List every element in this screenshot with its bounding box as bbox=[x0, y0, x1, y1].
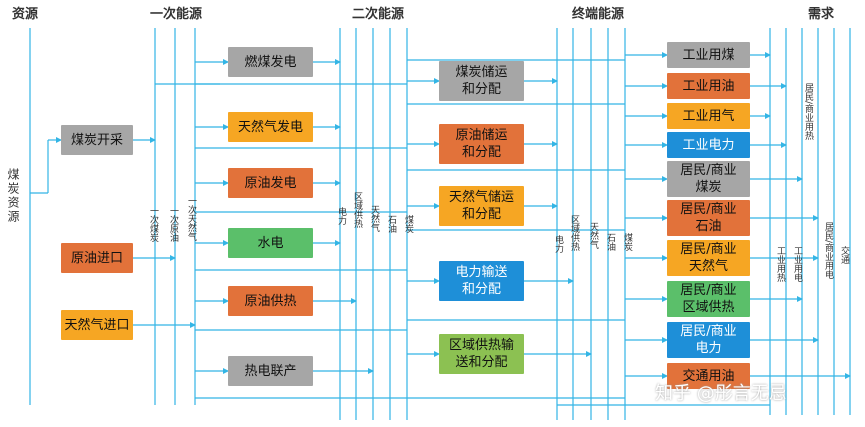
label-primary-oil: 一次原油 bbox=[168, 206, 178, 242]
box-transport-oil: 交通用油 bbox=[667, 363, 750, 389]
label-demand-ind-heat: 工业用热 bbox=[775, 246, 785, 282]
label-demand-res-heat: 居民/商业用热 bbox=[803, 83, 813, 141]
label-primary-coal: 一次煤炭 bbox=[148, 206, 158, 242]
watermark: 知乎 @彤言无忌 bbox=[655, 383, 787, 404]
label-demand-transport: 交通 bbox=[839, 246, 849, 264]
box-residential-heat: 居民/商业 区域供热 bbox=[667, 281, 750, 317]
header-resources: 资源 bbox=[12, 7, 39, 22]
box-oil-power: 原油发电 bbox=[228, 168, 313, 198]
box-coal-mining: 煤炭开采 bbox=[61, 125, 133, 155]
label-terminal-gas: 天然气 bbox=[588, 222, 598, 249]
box-coal-power: 燃煤发电 bbox=[228, 47, 313, 77]
box-hydro: 水电 bbox=[228, 228, 313, 258]
box-power-transmission: 电力输送 和分配 bbox=[439, 261, 524, 301]
box-gas-storage: 天然气储运 和分配 bbox=[439, 186, 524, 226]
label-secondary-oil: 石油 bbox=[386, 215, 396, 233]
label-secondary-gas: 天然气 bbox=[369, 205, 379, 232]
box-oil-storage: 原油储运 和分配 bbox=[439, 124, 524, 164]
box-residential-coal: 居民/商业 煤炭 bbox=[667, 161, 750, 197]
box-oil-import: 原油进口 bbox=[61, 243, 133, 273]
box-heat-transmission: 区域供热输 送和分配 bbox=[439, 334, 524, 374]
header-secondary-energy: 二次能源 bbox=[352, 7, 405, 22]
box-chp: 热电联产 bbox=[228, 356, 313, 386]
label-primary-gas: 一次天然气 bbox=[186, 196, 196, 241]
box-gas-import: 天然气进口 bbox=[61, 310, 133, 340]
header-primary-energy: 一次能源 bbox=[150, 7, 203, 22]
label-secondary-power: 电力 bbox=[336, 207, 346, 225]
box-industrial-power: 工业电力 bbox=[667, 132, 750, 158]
box-coal-storage: 煤炭储运 和分配 bbox=[439, 61, 524, 101]
label-secondary-heat: 区域供热 bbox=[352, 192, 362, 228]
label-demand-ind-power: 工业用电 bbox=[792, 246, 802, 282]
label-terminal-coal: 煤炭 bbox=[622, 233, 632, 251]
header-terminal-energy: 终端能源 bbox=[572, 7, 625, 22]
label-terminal-oil: 石油 bbox=[605, 233, 615, 251]
box-residential-power: 居民/商业 电力 bbox=[667, 322, 750, 358]
label-secondary-coal: 煤炭 bbox=[403, 215, 413, 233]
box-industrial-gas: 工业用气 bbox=[667, 103, 750, 129]
box-residential-oil: 居民/商业 石油 bbox=[667, 200, 750, 236]
box-industrial-oil: 工业用油 bbox=[667, 73, 750, 99]
header-demand: 需求 bbox=[808, 7, 835, 22]
resource-coal-label: 煤炭资源 bbox=[6, 168, 20, 224]
box-residential-gas: 居民/商业 天然气 bbox=[667, 240, 750, 276]
label-demand-res-power: 居民/商业用电 bbox=[823, 222, 833, 280]
label-terminal-heat: 区域供热 bbox=[569, 215, 579, 251]
box-oil-heating: 原油供热 bbox=[228, 286, 313, 316]
box-industrial-coal: 工业用煤 bbox=[667, 42, 750, 68]
label-terminal-power: 电力 bbox=[553, 235, 563, 253]
box-gas-power: 天然气发电 bbox=[228, 112, 313, 142]
